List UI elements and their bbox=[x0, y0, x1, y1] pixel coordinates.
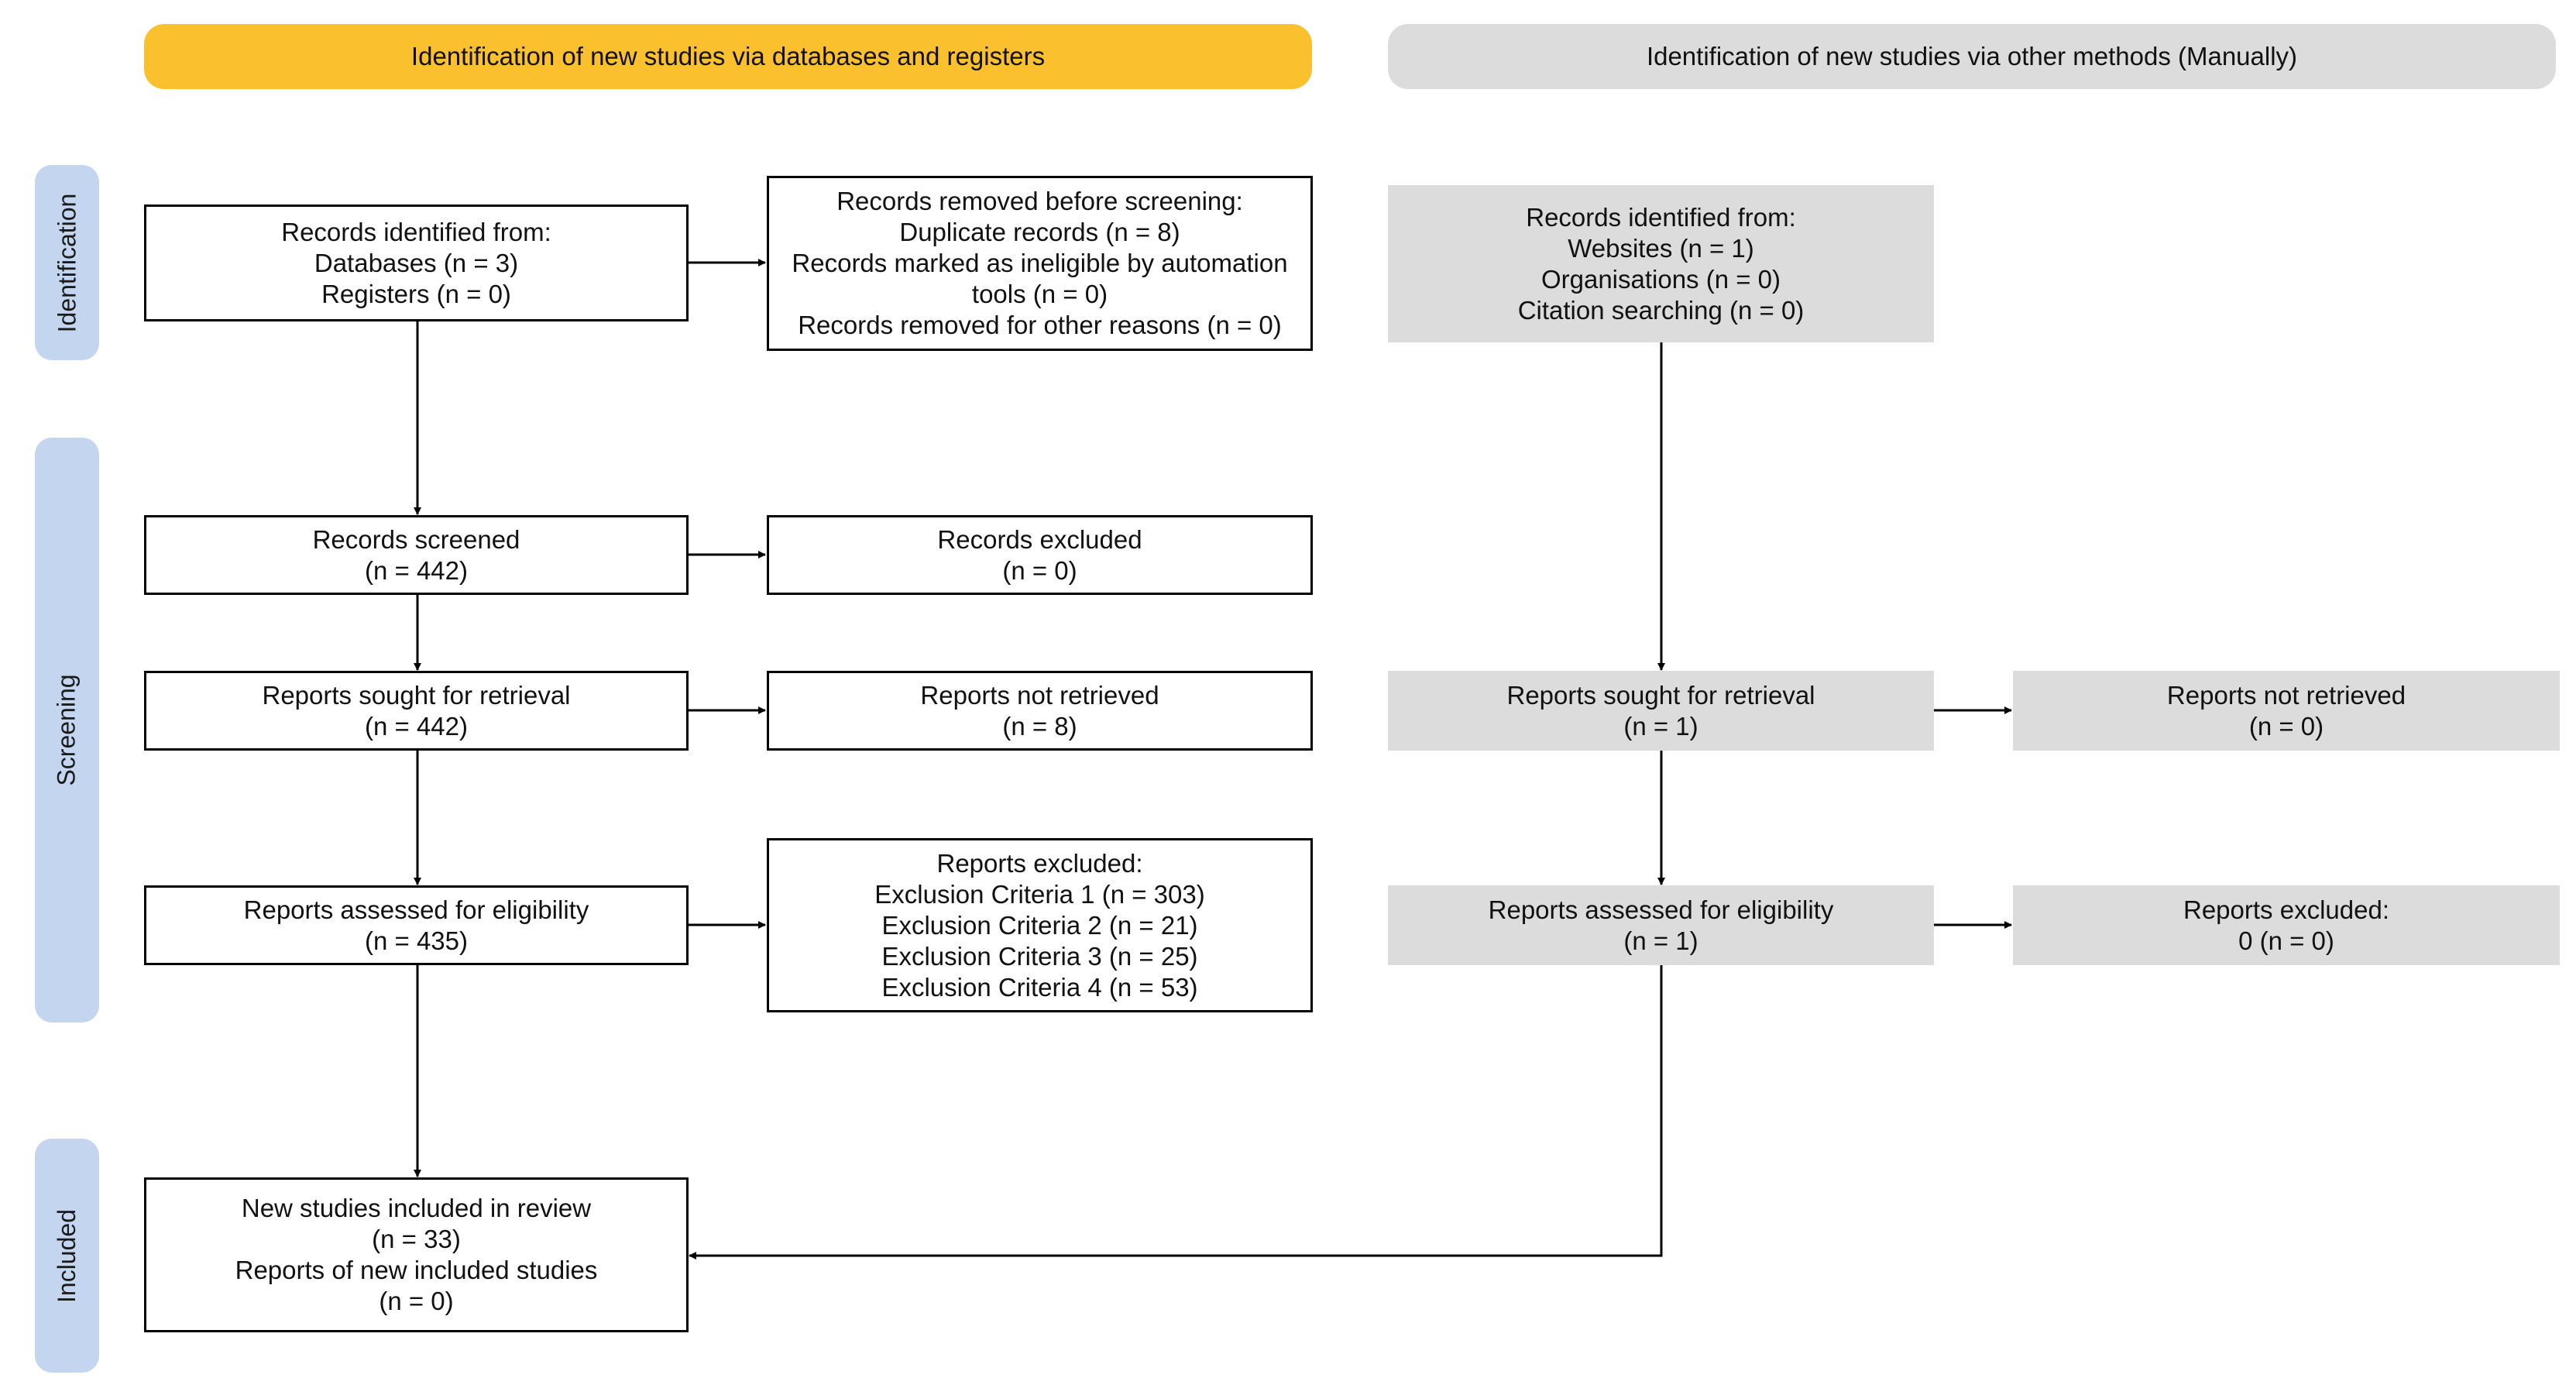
box-records-screened: Records screened (n = 442) bbox=[144, 515, 689, 595]
box-records-removed-line-2: Duplicate records (n = 8) bbox=[899, 218, 1180, 246]
box-other-reports-assessed-line-1: Reports assessed for eligibility bbox=[1488, 895, 1834, 924]
box-reports-excluded: Reports excluded: Exclusion Criteria 1 (… bbox=[767, 838, 1313, 1012]
box-studies-included-line-2: (n = 33) bbox=[372, 1225, 461, 1253]
box-other-reports-not-retrieved-line-1: Reports not retrieved bbox=[2166, 680, 2406, 710]
header-other-methods-label: Identification of new studies via other … bbox=[1646, 42, 2298, 70]
box-reports-sought: Reports sought for retrieval (n = 442) bbox=[144, 671, 689, 751]
box-reports-assessed-line-2: (n = 435) bbox=[365, 926, 468, 955]
box-studies-included-line-4: (n = 0) bbox=[379, 1287, 454, 1315]
phase-identification-label: Identification bbox=[53, 193, 81, 332]
phase-screening-label: Screening bbox=[53, 674, 81, 786]
box-other-reports-sought: Reports sought for retrieval (n = 1) bbox=[1388, 671, 1934, 751]
header-other-methods: Identification of new studies via other … bbox=[1388, 24, 2556, 89]
box-records-removed-line-3: Records marked as ineligible by automati… bbox=[792, 249, 1288, 277]
box-other-records-identified-line-4: Citation searching (n = 0) bbox=[1517, 295, 1805, 325]
box-other-reports-excluded-line-2: 0 (n = 0) bbox=[2238, 926, 2334, 955]
box-other-records-identified-line-3: Organisations (n = 0) bbox=[1540, 264, 1781, 294]
box-records-excluded-line-2: (n = 0) bbox=[1002, 555, 1077, 585]
box-reports-not-retrieved-line-1: Reports not retrieved bbox=[920, 680, 1159, 710]
box-records-identified-line-3: Registers (n = 0) bbox=[321, 279, 511, 308]
box-records-screened-line-1: Records screened bbox=[312, 524, 520, 554]
header-databases-label: Identification of new studies via databa… bbox=[410, 42, 1046, 70]
box-reports-excluded-line-2: Exclusion Criteria 1 (n = 303) bbox=[874, 879, 1205, 909]
box-reports-not-retrieved-line-2: (n = 8) bbox=[1002, 711, 1077, 741]
box-reports-sought-line-1: Reports sought for retrieval bbox=[262, 680, 571, 710]
box-reports-excluded-line-3: Exclusion Criteria 2 (n = 21) bbox=[881, 910, 1198, 940]
box-studies-included-line-1: New studies included in review bbox=[241, 1194, 592, 1222]
box-reports-excluded-line-1: Reports excluded: bbox=[936, 848, 1143, 878]
box-other-reports-sought-line-1: Reports sought for retrieval bbox=[1506, 680, 1815, 710]
box-other-reports-sought-line-2: (n = 1) bbox=[1623, 711, 1698, 741]
box-records-removed-line-4: tools (n = 0) bbox=[971, 280, 1108, 308]
box-other-reports-not-retrieved: Reports not retrieved (n = 0) bbox=[2013, 671, 2560, 751]
box-studies-included-line-3: Reports of new included studies bbox=[235, 1256, 598, 1284]
box-reports-sought-line-2: (n = 442) bbox=[365, 711, 468, 741]
box-other-reports-assessed-line-2: (n = 1) bbox=[1623, 926, 1698, 955]
header-databases: Identification of new studies via databa… bbox=[144, 24, 1312, 89]
box-reports-assessed: Reports assessed for eligibility (n = 43… bbox=[144, 885, 689, 965]
box-reports-excluded-line-4: Exclusion Criteria 3 (n = 25) bbox=[881, 941, 1198, 971]
box-records-identified: Records identified from: Databases (n = … bbox=[144, 204, 689, 321]
phase-identification: Identification bbox=[35, 165, 99, 360]
box-reports-excluded-line-5: Exclusion Criteria 4 (n = 53) bbox=[881, 972, 1198, 1002]
box-reports-not-retrieved: Reports not retrieved (n = 8) bbox=[767, 671, 1313, 751]
box-records-removed-line-5: Records removed for other reasons (n = 0… bbox=[798, 311, 1282, 339]
box-records-screened-line-2: (n = 442) bbox=[365, 555, 468, 585]
phase-included: Included bbox=[35, 1139, 99, 1373]
phase-included-label: Included bbox=[53, 1208, 81, 1303]
box-reports-assessed-line-1: Reports assessed for eligibility bbox=[243, 895, 589, 924]
phase-screening: Screening bbox=[35, 438, 99, 1022]
box-other-records-identified: Records identified from: Websites (n = 1… bbox=[1388, 185, 1934, 342]
box-other-records-identified-line-1: Records identified from: bbox=[1526, 202, 1796, 232]
box-other-reports-excluded-line-1: Reports excluded: bbox=[2183, 895, 2389, 924]
box-studies-included: New studies included in review (n = 33) … bbox=[144, 1177, 689, 1332]
box-records-removed-line-1: Records removed before screening: bbox=[836, 187, 1243, 215]
box-other-reports-excluded: Reports excluded: 0 (n = 0) bbox=[2013, 885, 2560, 965]
box-other-records-identified-line-2: Websites (n = 1) bbox=[1568, 233, 1754, 263]
box-records-removed: Records removed before screening: Duplic… bbox=[767, 176, 1313, 351]
box-records-excluded: Records excluded (n = 0) bbox=[767, 515, 1313, 595]
box-records-excluded-line-1: Records excluded bbox=[937, 524, 1142, 554]
box-other-reports-assessed: Reports assessed for eligibility (n = 1) bbox=[1388, 885, 1934, 965]
box-records-identified-line-1: Records identified from: bbox=[281, 217, 551, 246]
box-records-identified-line-2: Databases (n = 3) bbox=[314, 248, 519, 277]
box-other-reports-not-retrieved-line-2: (n = 0) bbox=[2248, 711, 2324, 741]
